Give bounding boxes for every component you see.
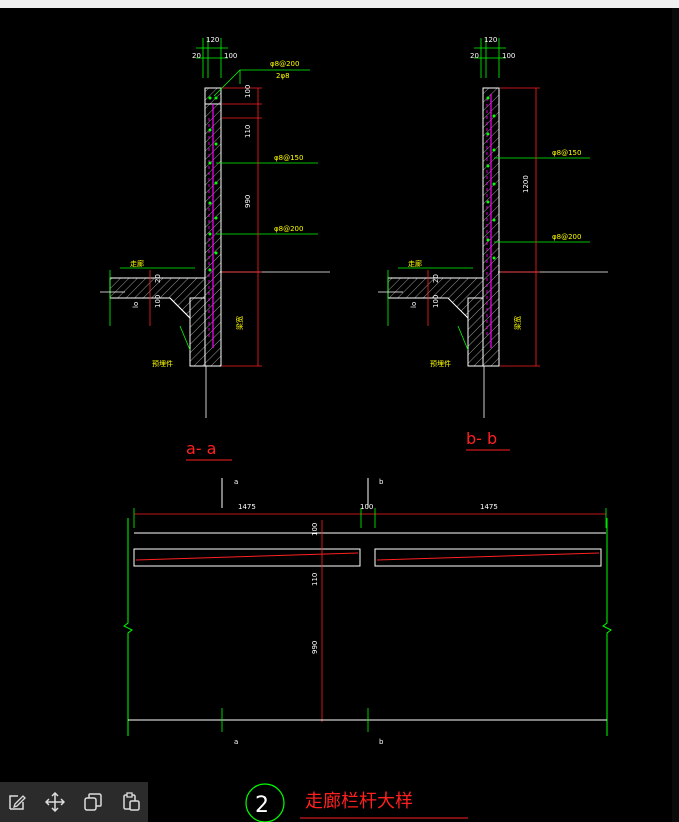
embed-label: 预埋件 bbox=[152, 359, 173, 368]
detail-number-circle bbox=[245, 783, 285, 822]
rebar-label-2: 2φ8 bbox=[276, 72, 290, 80]
slab-dim-20: 20 bbox=[154, 274, 162, 283]
vert-dims-a bbox=[222, 87, 262, 367]
edit-icon bbox=[9, 795, 26, 810]
move-button[interactable] bbox=[40, 787, 70, 817]
edit-button[interactable] bbox=[2, 787, 32, 817]
window-top-bar bbox=[0, 0, 679, 8]
elev-dim-100: 100 bbox=[360, 503, 373, 511]
beam bbox=[189, 297, 206, 367]
section-a-top-dims bbox=[196, 38, 228, 78]
vdim-990: 990 bbox=[244, 195, 252, 208]
dim-20: 20 bbox=[192, 52, 201, 60]
lo-label: lo bbox=[132, 302, 140, 308]
viewer-toolbar bbox=[0, 782, 148, 822]
rebar-dots-b bbox=[486, 96, 496, 260]
rebar-label-4: φ8@200 bbox=[274, 225, 303, 233]
railing-elevation: a b 1475 100 1475 100 110 990 bbox=[123, 478, 612, 746]
rebar-label-1: φ8@200 bbox=[270, 60, 299, 68]
marker-b-top: b bbox=[379, 478, 384, 486]
rebar-label-b1: φ8@150 bbox=[552, 149, 581, 157]
paste-button[interactable] bbox=[116, 787, 146, 817]
section-title-a: a- a bbox=[186, 439, 216, 458]
marker-a-top: a bbox=[234, 478, 238, 486]
leaders-b bbox=[457, 157, 590, 351]
section-title-b: b- b bbox=[466, 429, 497, 448]
rebar-label-3: φ8@150 bbox=[274, 154, 303, 162]
vdim-110: 110 bbox=[244, 125, 252, 138]
section-b-b: 120 20 100 φ8@150 φ8@200 bbox=[378, 36, 608, 451]
beam-width-label: 梁宽 bbox=[235, 316, 244, 330]
rebar-dots bbox=[208, 96, 218, 272]
elev-vdim-100: 100 bbox=[311, 523, 319, 536]
vert-dims-b bbox=[500, 87, 540, 367]
leaders-a bbox=[179, 69, 318, 351]
corridor-label-b: 走廊 bbox=[408, 259, 422, 268]
elev-side-lines bbox=[123, 518, 612, 736]
detail-title-text: 走廊栏杆大样 bbox=[305, 791, 413, 812]
rebar-label-b2: φ8@200 bbox=[552, 233, 581, 241]
slab-dim-20-b: 20 bbox=[432, 274, 440, 283]
section-b-top-dims bbox=[474, 38, 506, 78]
dim-20-b: 20 bbox=[470, 52, 479, 60]
move-icon bbox=[45, 792, 65, 812]
elev-vdim-110: 110 bbox=[311, 573, 319, 586]
vdim-100: 100 bbox=[244, 85, 252, 98]
detail-number: 2 bbox=[255, 793, 269, 818]
detail-title: 2 走廊栏杆大样 bbox=[245, 783, 468, 822]
right-edge bbox=[672, 8, 679, 822]
elev-vdim-990: 990 bbox=[311, 641, 319, 654]
copy-button[interactable] bbox=[78, 787, 108, 817]
railing-panel-right bbox=[374, 548, 602, 567]
dim-120: 120 bbox=[206, 36, 219, 44]
lo-label-b: lo bbox=[410, 302, 418, 308]
railing-panel-left bbox=[133, 548, 361, 567]
paste-icon bbox=[123, 792, 140, 811]
cad-drawing-canvas[interactable]: 120 20 100 bbox=[0, 8, 672, 822]
corridor-label: 走廊 bbox=[130, 259, 144, 268]
slab-dim-100-b: 100 bbox=[432, 295, 440, 308]
elev-dim-1475-left: 1475 bbox=[238, 503, 256, 511]
copy-icon bbox=[84, 793, 102, 811]
section-a-a: 120 20 100 bbox=[100, 36, 330, 461]
elev-dim-1475-right: 1475 bbox=[480, 503, 498, 511]
dim-120-b: 120 bbox=[484, 36, 497, 44]
marker-b-bottom: b bbox=[379, 738, 384, 746]
dim-100: 100 bbox=[224, 52, 237, 60]
slab-dim-100: 100 bbox=[154, 295, 162, 308]
dim-100-b: 100 bbox=[502, 52, 515, 60]
vdim-1200: 1200 bbox=[522, 175, 530, 193]
embed-label-b: 预埋件 bbox=[430, 359, 451, 368]
marker-a-bottom: a bbox=[234, 738, 238, 746]
beam-width-label-b: 梁宽 bbox=[513, 316, 522, 330]
